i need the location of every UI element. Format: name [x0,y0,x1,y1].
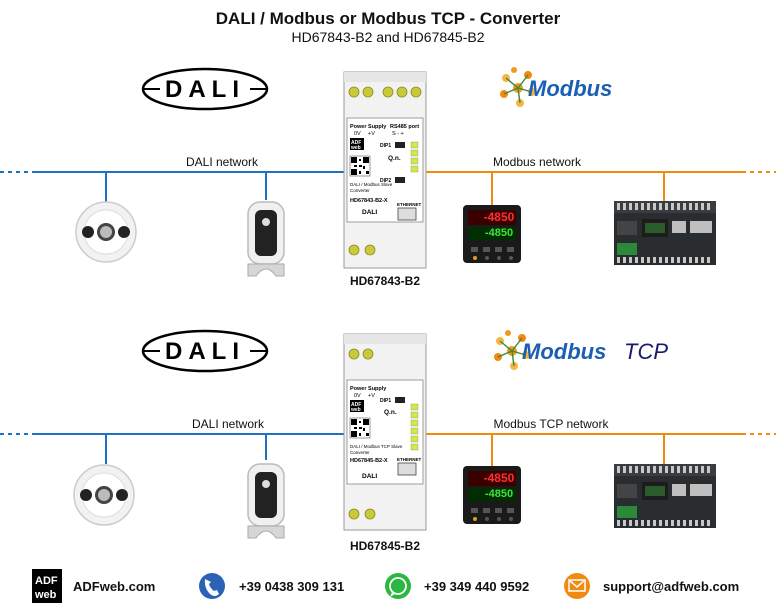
svg-text:Converter: Converter [350,450,370,455]
dali-network-label-bottom: DALI network [192,417,265,431]
modbus-logo-top: Modbus [499,66,612,108]
svg-text:DALI: DALI [362,209,377,216]
plc-top [614,201,716,265]
hmi-display-bottom-value: -4850 [485,488,513,500]
page-subtitle: HD67843-B2 and HD67845-B2 [291,29,485,45]
svg-text:S - +: S - + [392,131,404,137]
svg-text:ADF: ADF [351,402,361,408]
hmi-display-top-value: -4850 [484,210,515,224]
footer-brand-logo: ADF web [32,569,62,603]
ceiling-sensor-bottom [73,464,135,526]
dali-logo-top: DALI [141,67,269,111]
hmi-panel-bottom: -4850 -4850 [463,466,521,524]
converter-device-top: Power Supply 0V +V RS485 port S - + ADF … [343,71,427,269]
device-label-top: HD67843-B2 [350,274,420,288]
svg-text:Q.n.: Q.n. [388,155,401,162]
svg-text:DIP1: DIP1 [380,143,391,149]
svg-text:web: web [34,589,57,601]
ceiling-sensor-top [75,201,137,263]
email-icon [564,573,590,599]
dali-network-label-top: DALI network [186,155,259,169]
wall-sensor-bottom [247,463,285,539]
svg-text:DALI / Modbus TCP Slave: DALI / Modbus TCP Slave [350,444,403,449]
page-title: DALI / Modbus or Modbus TCP - Converter [215,9,561,28]
svg-text:ETHERNET: ETHERNET [397,202,422,207]
modbus-tcp-logo: Modbus TCP [493,329,668,371]
plc-bottom [614,464,716,528]
svg-text:0V: 0V [354,393,361,399]
phone-icon [199,573,225,599]
svg-text:Power Supply: Power Supply [350,124,387,130]
modbus-tcp-logo-suffix: TCP [624,339,668,364]
modbus-network-label-top: Modbus network [493,155,582,169]
svg-text:DALI: DALI [362,473,377,480]
modbus-tcp-network-label: Modbus TCP network [494,417,610,431]
footer-email[interactable]: support@adfweb.com [603,579,739,594]
footer-whatsapp[interactable]: +39 349 440 9592 [424,579,529,594]
svg-text:+V: +V [368,131,375,137]
svg-text:ADF: ADF [351,140,361,146]
svg-text:Converter: Converter [350,188,370,193]
dali-logo-text: DALI [165,338,245,365]
svg-text:+V: +V [368,393,375,399]
svg-text:Q.n.: Q.n. [384,409,397,416]
dali-logo-bottom: DALI [141,329,269,373]
svg-text:HD67845-B2-X: HD67845-B2-X [350,458,388,464]
svg-text:DIP2: DIP2 [380,178,391,184]
hmi-display-top-value: -4850 [484,471,515,485]
svg-text:RS485 port: RS485 port [390,124,419,130]
converter-device-bottom: Power Supply 0V +V ADF web DIP1 Q.n. DAL… [343,333,427,531]
footer-website[interactable]: ADFweb.com [73,579,155,594]
wall-sensor-top [247,201,285,277]
svg-text:ADF: ADF [35,575,58,587]
hmi-display-bottom-value: -4850 [485,227,513,239]
svg-text:Power Supply: Power Supply [350,386,387,392]
svg-text:0V: 0V [354,131,361,137]
footer-phone[interactable]: +39 0438 309 131 [239,579,344,594]
modbus-logo-text: Modbus [528,76,612,101]
whatsapp-icon [385,573,411,599]
device-label-bottom: HD67845-B2 [350,539,420,553]
svg-text:HD67843-B2-X: HD67843-B2-X [350,198,388,204]
svg-text:DIP1: DIP1 [380,398,391,404]
svg-text:ETHERNET: ETHERNET [397,457,422,462]
svg-text:web: web [350,407,361,413]
svg-text:web: web [350,145,361,151]
modbus-tcp-logo-text: Modbus [522,339,606,364]
svg-text:DALI / Modbus Slave: DALI / Modbus Slave [350,182,393,187]
hmi-panel-top: -4850 -4850 [463,205,521,263]
dali-logo-text: DALI [165,76,245,103]
